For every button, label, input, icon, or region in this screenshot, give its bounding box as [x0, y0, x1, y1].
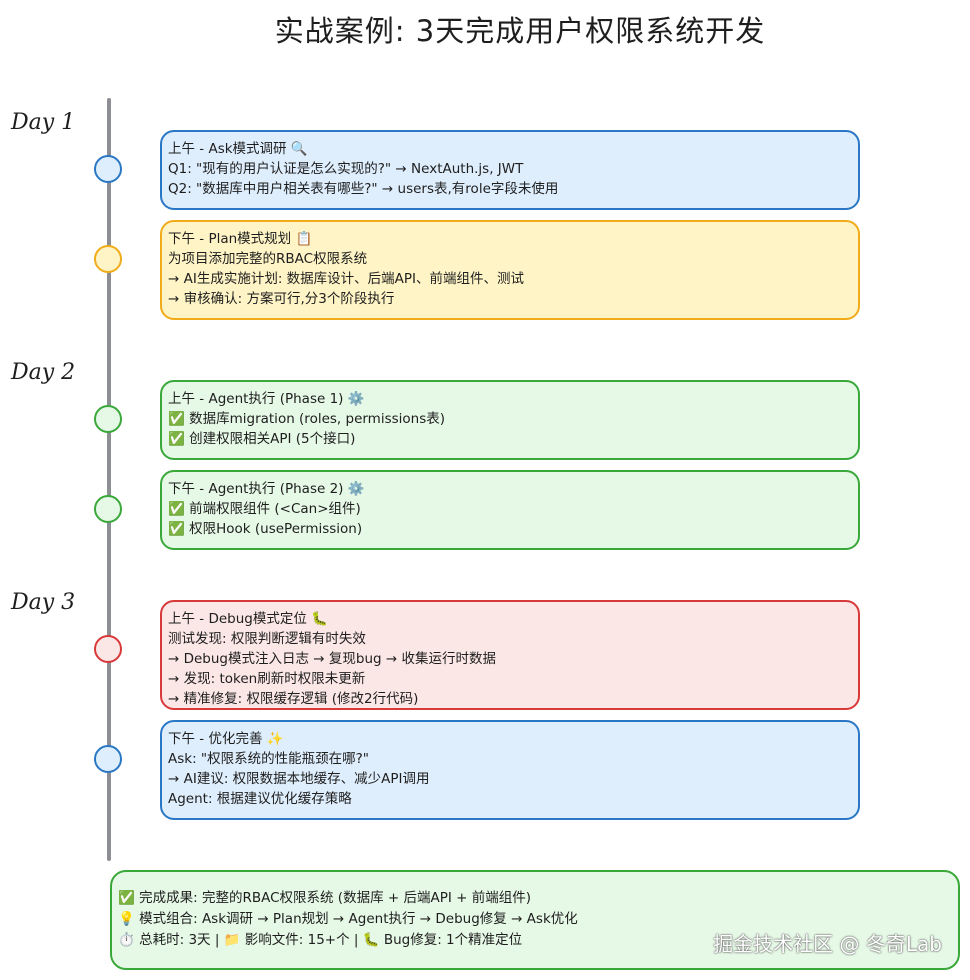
card-day1-afternoon: 下午 - Plan模式规划 📋 为项目添加完整的RBAC权限系统 → AI生成实…	[160, 220, 860, 320]
watermark: 掘金技术社区 @ 冬奇Lab	[713, 932, 942, 956]
card-day2-morning: 上午 - Agent执行 (Phase 1) ⚙️ ✅ 数据库migration…	[160, 380, 860, 460]
timeline-dot-day1-afternoon	[94, 245, 122, 273]
summary-line: 💡 模式组合: Ask调研 → Plan规划 → Agent执行 → Debug…	[118, 911, 578, 927]
summary-line: ⏱️ 总耗时: 3天 | 📁 影响文件: 15+个 | 🐛 Bug修复: 1个精…	[118, 932, 523, 948]
card-line: 测试发现: 权限判断逻辑有时失效	[168, 631, 366, 647]
card-line: → AI生成实施计划: 数据库设计、后端API、前端组件、测试	[168, 271, 525, 287]
card-heading: 下午 - Plan模式规划 📋	[168, 231, 313, 247]
card-heading: 上午 - Debug模式定位 🐛	[168, 611, 328, 627]
card-heading: 下午 - Agent执行 (Phase 2) ⚙️	[168, 481, 365, 497]
summary-box: ✅ 完成成果: 完整的RBAC权限系统 (数据库 + 后端API + 前端组件)…	[110, 870, 960, 970]
day-label-3: Day 3	[11, 590, 76, 615]
card-heading: 上午 - Agent执行 (Phase 1) ⚙️	[168, 391, 365, 407]
timeline-dot-day3-morning	[94, 635, 122, 663]
card-day3-afternoon: 下午 - 优化完善 ✨ Ask: "权限系统的性能瓶颈在哪?" → AI建议: …	[160, 720, 860, 820]
card-line: → AI建议: 权限数据本地缓存、减少API调用	[168, 771, 430, 787]
card-line: → 精准修复: 权限缓存逻辑 (修改2行代码)	[168, 691, 419, 707]
card-day1-morning: 上午 - Ask模式调研 🔍 Q1: "现有的用户认证是怎么实现的?" → Ne…	[160, 130, 860, 210]
timeline-line	[107, 98, 111, 861]
summary-line: ✅ 完成成果: 完整的RBAC权限系统 (数据库 + 后端API + 前端组件)	[118, 890, 531, 906]
card-line: → 审核确认: 方案可行,分3个阶段执行	[168, 291, 395, 307]
card-day2-afternoon: 下午 - Agent执行 (Phase 2) ⚙️ ✅ 前端权限组件 (<Can…	[160, 470, 860, 550]
day-label-1: Day 1	[11, 110, 76, 135]
card-heading: 下午 - 优化完善 ✨	[168, 731, 284, 747]
timeline-dot-day1-morning	[94, 155, 122, 183]
card-heading: 上午 - Ask模式调研 🔍	[168, 141, 308, 157]
card-line: Q2: "数据库中用户相关表有哪些?" → users表,有role字段未使用	[168, 181, 559, 197]
timeline-dot-day2-afternoon	[94, 495, 122, 523]
card-line: ✅ 创建权限相关API (5个接口)	[168, 431, 356, 447]
day-label-2: Day 2	[11, 360, 76, 385]
card-line: ✅ 权限Hook (usePermission)	[168, 521, 363, 537]
page-title: 实战案例: 3天完成用户权限系统开发	[274, 14, 766, 48]
card-line: → Debug模式注入日志 → 复现bug → 收集运行时数据	[168, 651, 496, 667]
card-line: Q1: "现有的用户认证是怎么实现的?" → NextAuth.js, JWT	[168, 161, 524, 177]
card-line: Ask: "权限系统的性能瓶颈在哪?"	[168, 751, 370, 767]
card-line: ✅ 数据库migration (roles, permissions表)	[168, 411, 446, 427]
card-line: Agent: 根据建议优化缓存策略	[168, 791, 352, 807]
card-day3-morning: 上午 - Debug模式定位 🐛 测试发现: 权限判断逻辑有时失效 → Debu…	[160, 600, 860, 710]
card-line: 为项目添加完整的RBAC权限系统	[168, 251, 368, 267]
timeline-dot-day3-afternoon	[94, 745, 122, 773]
card-line: ✅ 前端权限组件 (<Can>组件)	[168, 501, 361, 517]
card-line: → 发现: token刷新时权限未更新	[168, 671, 366, 687]
timeline-dot-day2-morning	[94, 405, 122, 433]
